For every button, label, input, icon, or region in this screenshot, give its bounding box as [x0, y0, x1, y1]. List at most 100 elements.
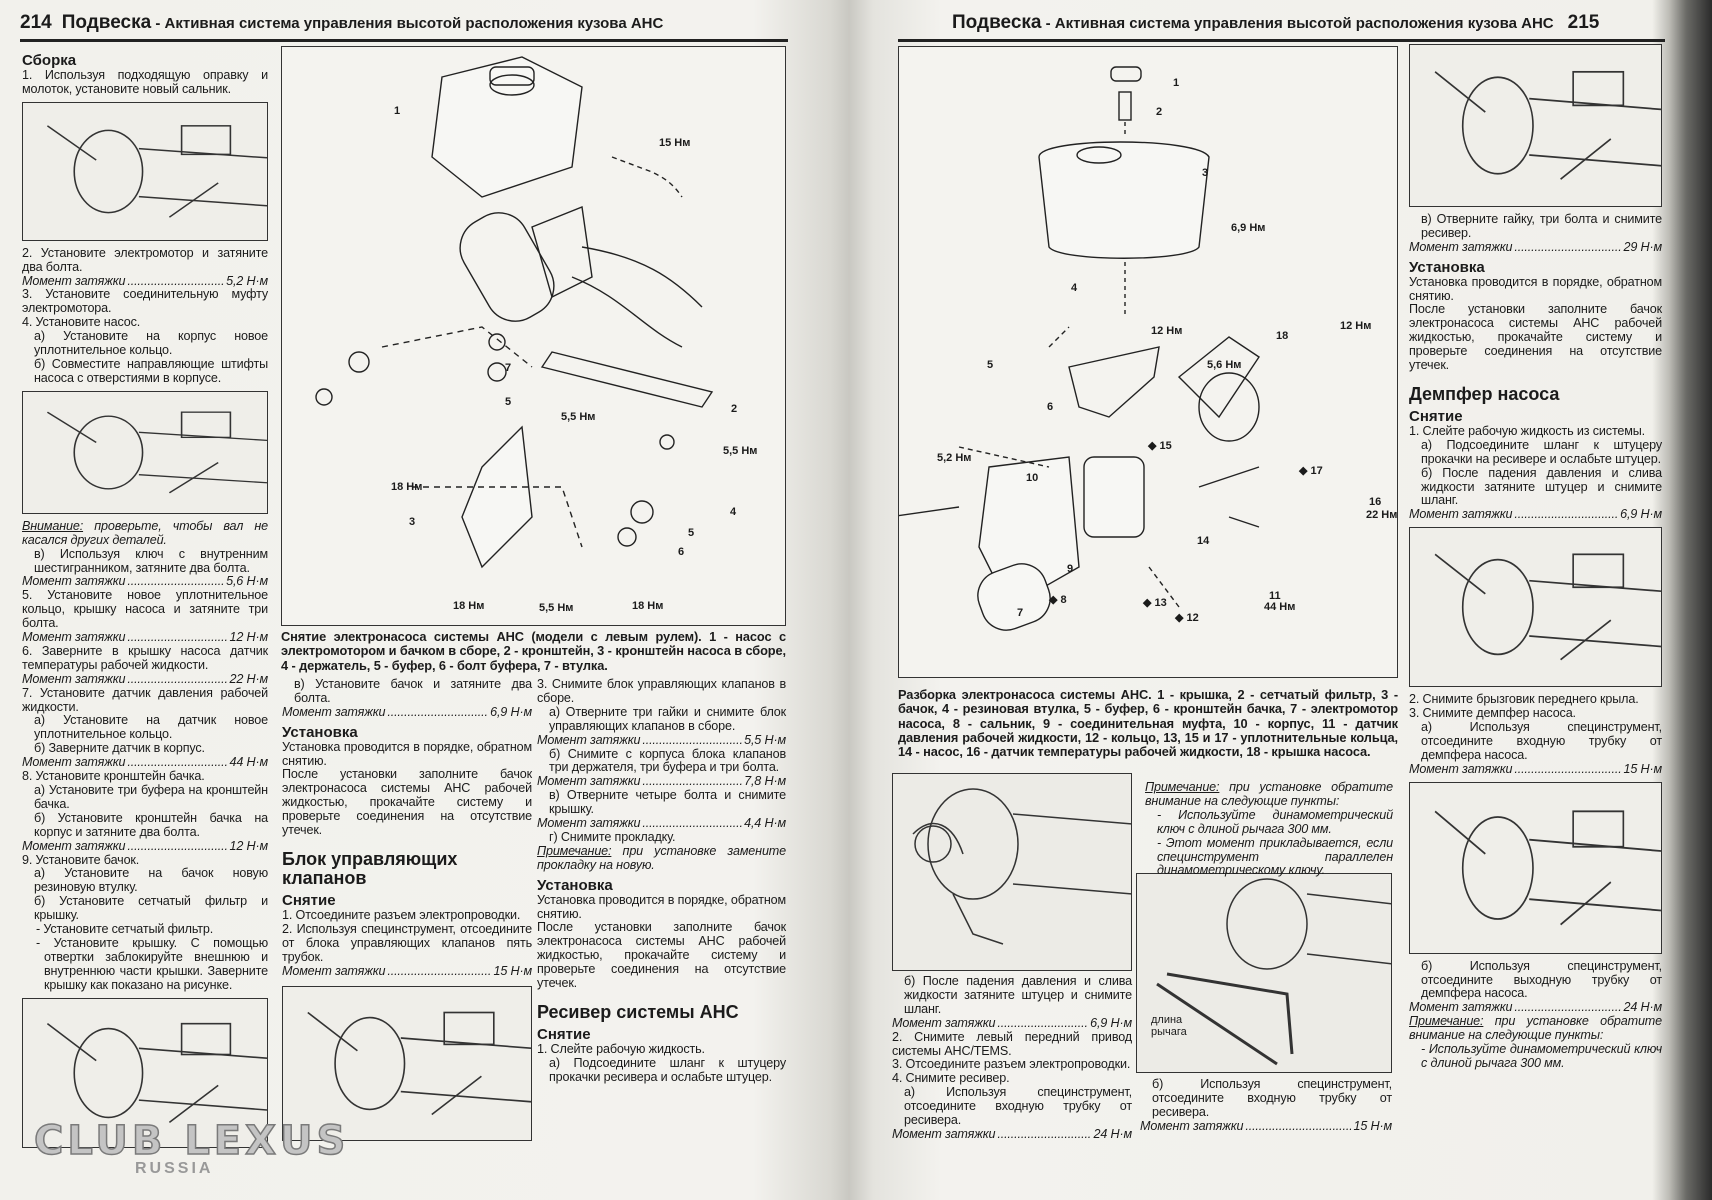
torque-spec: Момент затяжки7,8 Н·м — [537, 774, 786, 789]
step-item: б) Установите сетчатый фильтр и крышку. — [34, 894, 268, 923]
figure-illustration — [282, 986, 532, 1142]
figure-caption: Снятие электронасоса системы АНС (модели… — [281, 629, 786, 673]
step-item: а) Подсоедините шланг к штуцеру прокачки… — [549, 1055, 786, 1084]
figure-illustration — [1409, 527, 1662, 688]
header-title: Подвеска — [952, 12, 1042, 33]
torque-value: 6,9 Н·м — [490, 704, 532, 719]
note-label: Примечание: — [1409, 1014, 1484, 1029]
torque-spec: Момент затяжки 12 Н·м — [22, 630, 268, 645]
dot-leader — [127, 840, 227, 854]
dot-leader — [127, 575, 224, 589]
torque-spec: Момент затяжки22 Н·м — [22, 671, 268, 687]
subsection-heading: Установка — [1409, 258, 1485, 276]
dot-leader — [642, 817, 742, 831]
torque-spec: Момент затяжки5,2 Н·м — [22, 274, 268, 289]
torque-value: 12 Н·м — [229, 630, 268, 645]
step-item: в) Используя ключ с внутренним шестигран… — [34, 546, 268, 575]
header-rule — [20, 39, 788, 42]
header-subtitle: - Активная система управления высотой ра… — [151, 15, 664, 32]
torque-label: Момент затяжки — [537, 732, 641, 747]
right-page-note: Примечание: при установке обратите внима… — [1145, 780, 1393, 878]
torque-label: Момент затяжки — [22, 574, 126, 589]
callout-label: 10 — [1026, 472, 1039, 484]
callout-label: 18 Нм — [632, 600, 664, 612]
torque-label: Момент затяжки — [1409, 239, 1513, 254]
callout-label: 11 — [1269, 590, 1281, 602]
paragraph: 4. Снимите ресивер. — [892, 1071, 1010, 1086]
torque-spec: Момент затяжки15 Н·м — [282, 964, 532, 979]
callout-label: 5,2 Нм — [937, 452, 972, 464]
torque-value: 29 Н·м — [1623, 239, 1662, 254]
callout-label: 6 — [678, 546, 685, 558]
torque-spec: Момент затяжки5,6 Н·м — [22, 575, 268, 589]
torque-value: 15 Н·м — [1623, 761, 1662, 776]
paragraph: 1. Слейте рабочую жидкость из системы. — [1409, 423, 1646, 438]
callout-label: 6 — [1047, 401, 1054, 413]
dot-leader — [1514, 763, 1621, 777]
right-page-column-3: в) Отверните гайку, три болта и снимите … — [1409, 44, 1662, 1071]
dot-leader — [1514, 508, 1618, 522]
subsection-heading: Сборка — [22, 52, 77, 69]
step-item: б) Совместите направляющие штифты насоса… — [34, 356, 268, 385]
paragraph: После установки заполните бачок электрон… — [282, 767, 532, 838]
callout-label: 18 — [1276, 330, 1289, 342]
paragraph: 2. Установите электромотор и затяните дв… — [22, 245, 268, 274]
callout-label: 7 — [505, 362, 512, 374]
torque-spec: Момент затяжки12 Н·м — [22, 838, 268, 854]
dot-leader — [387, 706, 488, 720]
callout-label: 3 — [1202, 167, 1209, 179]
torque-label: Момент затяжки — [22, 671, 126, 686]
callout-label: 2 — [731, 403, 738, 415]
paragraph: 3. Установите соединительную муфту элект… — [22, 287, 268, 316]
callout-label: 5,5 Нм — [561, 411, 596, 423]
paragraph: 4. Установите насос. — [22, 315, 141, 330]
torque-spec: Момент затяжки44 Н·м — [22, 755, 268, 770]
torque-spec: Момент затяжки15 Н·м — [1409, 761, 1662, 777]
callout-label: 3 — [409, 516, 416, 528]
step-item: б) Используя специнструмент, отсоедините… — [1421, 958, 1662, 1001]
note-text: Внимание: проверьте, чтобы вал не касалс… — [22, 519, 268, 548]
subsection-heading: Снятие — [537, 1025, 591, 1043]
note-body: при установке замените прокладку на нову… — [537, 843, 786, 872]
step-item: - Используйте динамометрический ключ с д… — [1157, 807, 1393, 836]
callout-label: 5 — [987, 359, 994, 371]
right-page-column-2: б) Используя специнструмент, отсоедините… — [1140, 1077, 1392, 1134]
lever-length-label: длина рычага — [1151, 1014, 1187, 1038]
figure-illustration — [22, 390, 268, 514]
paragraph: 3. Отсоедините разъем электропроводки. — [892, 1057, 1131, 1072]
callout-label: 12 Нм — [1340, 320, 1372, 332]
dot-leader — [642, 734, 742, 748]
step-item: б) Заверните датчик в корпус. — [34, 741, 205, 756]
dot-leader — [997, 1017, 1088, 1031]
page-number: 215 — [1567, 12, 1600, 33]
paragraph: 7. Установите датчик давления рабочей жи… — [22, 685, 268, 714]
note-body: при установке обратите внимание на следу… — [1145, 780, 1393, 808]
paragraph: 1. Отсоедините разъем электропроводки. — [282, 907, 521, 922]
torque-label: Момент затяжки — [22, 838, 126, 853]
paragraph: 6. Заверните в крышку насоса датчик темп… — [22, 643, 268, 672]
torque-label: Момент затяжки — [1409, 507, 1513, 522]
paragraph: Установка проводится в порядке, обратном… — [537, 892, 786, 921]
callout-label: 18 Нм — [391, 481, 423, 493]
paragraph: 9. Установите бачок. — [22, 852, 140, 867]
torque-value: 6,9 Н·м — [1620, 507, 1662, 522]
figure-illustration — [22, 101, 268, 241]
dot-leader — [1514, 1001, 1621, 1015]
step-item: - Установите крышку. С помощью отвертки … — [36, 935, 268, 992]
paragraph: 3. Снимите демпфер насоса. — [1409, 706, 1576, 721]
dot-leader — [387, 965, 491, 979]
subsection-heading: Снятие — [282, 891, 336, 909]
callout-label: ◆ 15 — [1148, 440, 1172, 452]
right-page-header: Подвеска - Активная система управления в… — [952, 12, 1609, 42]
torque-label: Момент затяжки — [22, 630, 126, 645]
callout-label: ◆ 12 — [1175, 612, 1199, 624]
page-number: 214 — [20, 12, 52, 33]
watermark-subtitle: RUSSIA — [135, 1160, 214, 1177]
dot-leader — [127, 756, 227, 770]
paragraph: 1. Слейте рабочую жидкость. — [537, 1041, 705, 1056]
callout-label: 5,6 Нм — [1207, 359, 1242, 371]
torque-label: Момент затяжки — [1409, 1000, 1513, 1015]
note-label: Примечание: — [537, 843, 612, 858]
